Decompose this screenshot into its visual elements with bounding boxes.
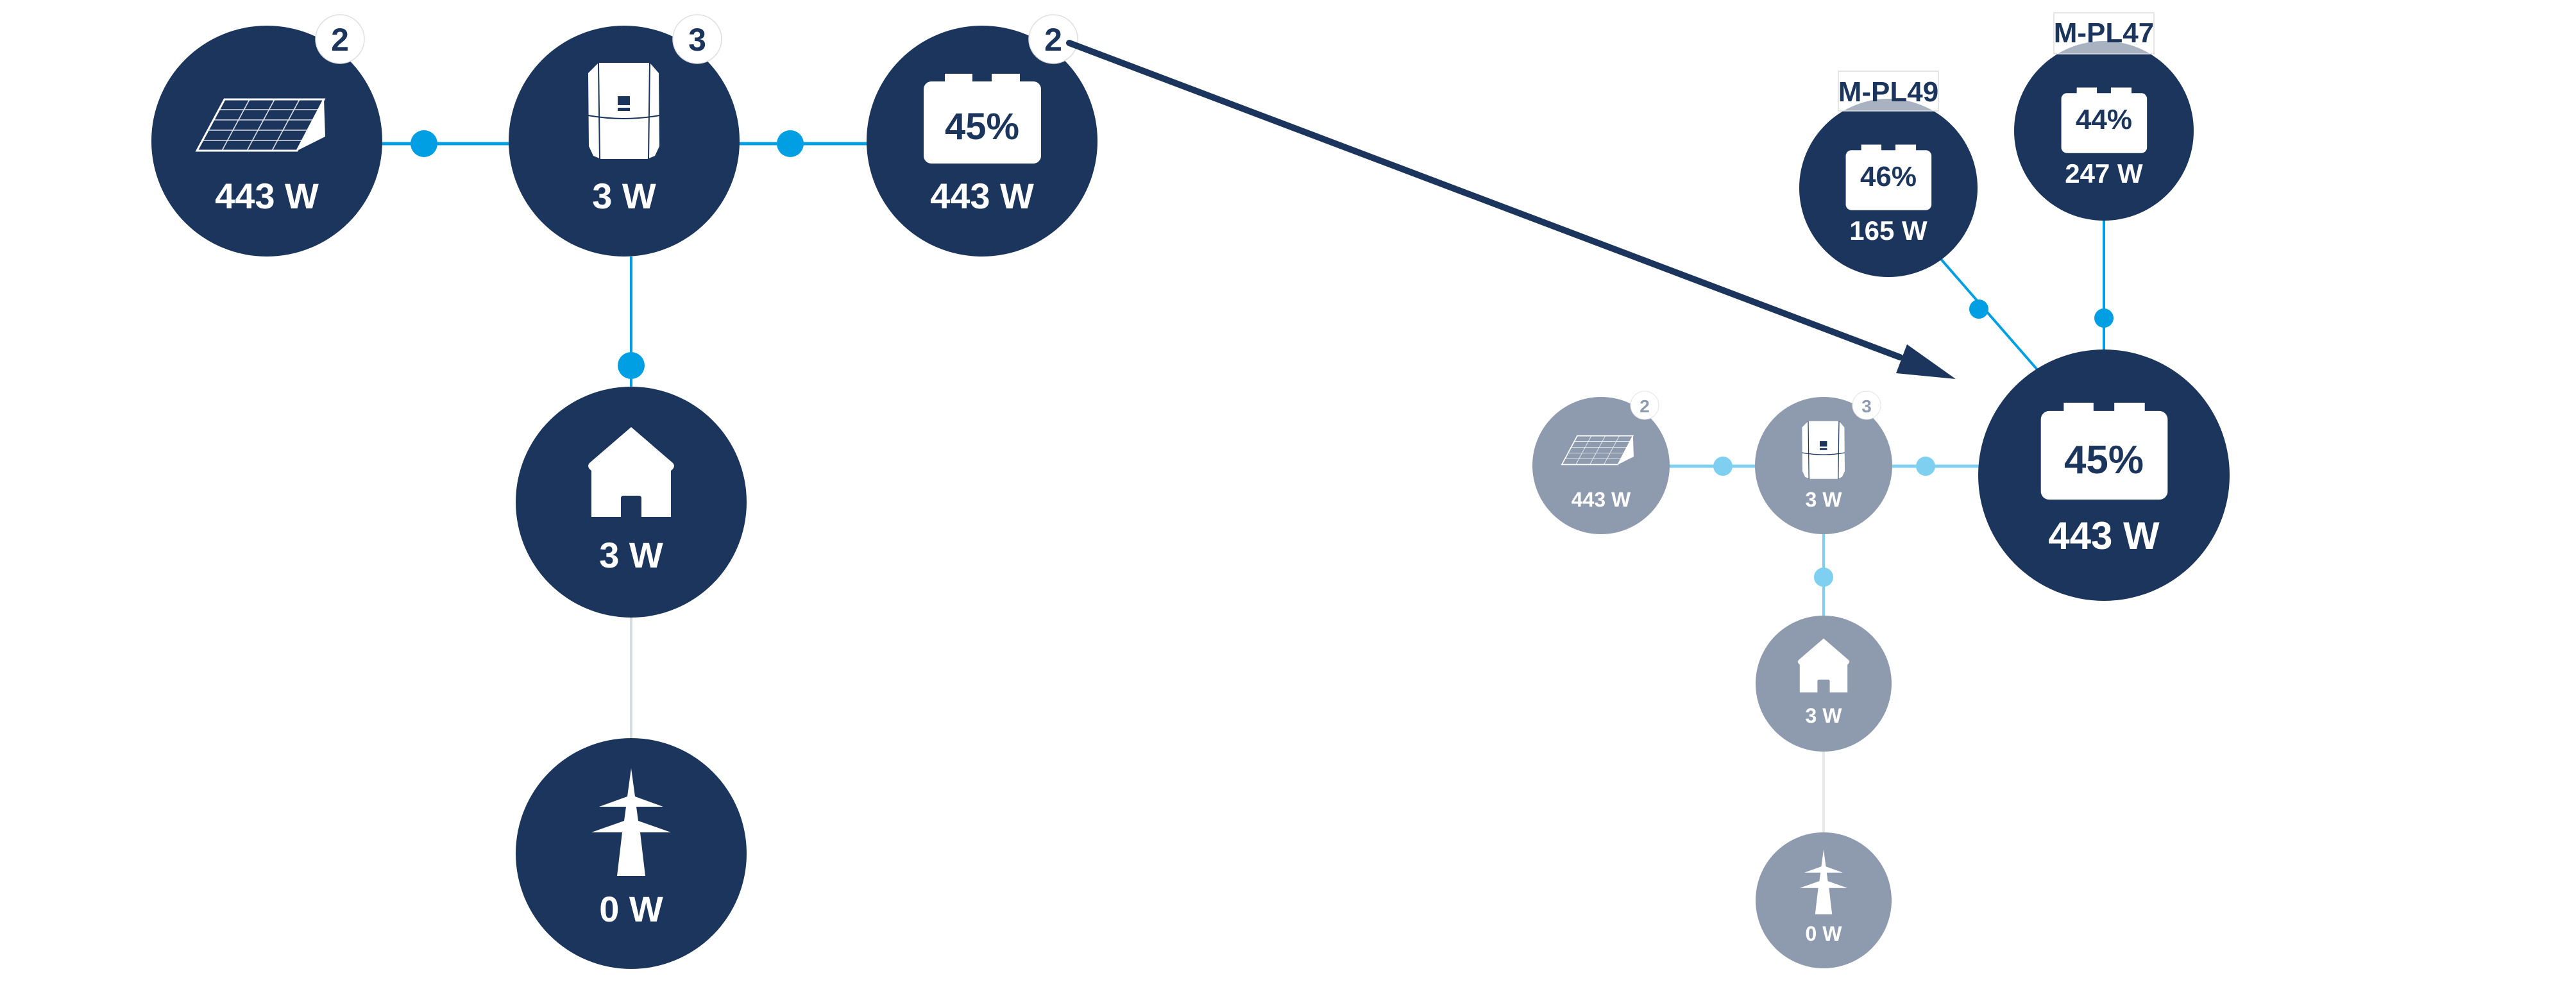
flow-dot-solar-inverter — [411, 130, 437, 157]
svg-text:2: 2 — [1640, 396, 1650, 416]
battery-node[interactable]: 45% 443 W 2 — [867, 14, 1097, 257]
flow-dot-inverter-house — [618, 352, 645, 379]
battery-module-mpl47[interactable]: 44% 247 W M-PL47 — [2014, 12, 2194, 221]
main-diagram: 443 W 2 3 W 3 45% 443 W 2 — [151, 14, 1097, 969]
battery-soc-value: 45% — [945, 106, 1019, 147]
module-flow-dot-mpl47 — [2094, 308, 2114, 328]
detail-diagram: 443 W 2 3 W 3 3 W 0 W — [1532, 12, 2230, 968]
module-mpl47-label: M-PL47 — [2054, 17, 2154, 49]
battery-module-mpl49[interactable]: 46% 165 W M-PL49 — [1799, 71, 1978, 277]
module-mpl47-label-box — [2053, 12, 2155, 55]
detail-battery-soc-value: 45% — [2064, 438, 2144, 482]
solar-count-badge: 2 — [315, 14, 365, 64]
detail-flow-dot-inverter-house — [1814, 568, 1833, 587]
inverter-node[interactable]: 3 W 3 — [509, 14, 740, 257]
module-flow-line-mpl49 — [1939, 257, 2046, 380]
inverter-icon — [1801, 421, 1845, 480]
detail-solar-node[interactable]: 443 W 2 — [1532, 391, 1670, 534]
svg-text:2: 2 — [331, 22, 349, 58]
inverter-icon — [588, 62, 660, 160]
detail-house-node[interactable]: 3 W — [1756, 616, 1892, 752]
house-power-value: 3 W — [599, 535, 663, 575]
svg-text:3: 3 — [688, 22, 706, 58]
flow-dot-inverter-battery — [777, 130, 804, 157]
detail-house-power-value: 3 W — [1806, 704, 1843, 727]
detail-inverter-count-badge: 3 — [1852, 391, 1881, 420]
module-mpl49-soc: 46% — [1860, 161, 1917, 192]
detail-solar-power-value: 443 W — [1572, 488, 1631, 511]
module-mpl49-label-box — [1838, 71, 1939, 112]
detail-grid-power-value: 0 W — [1806, 922, 1843, 945]
module-mpl49-power: 165 W — [1849, 215, 1928, 246]
drilldown-arrow — [1066, 40, 1956, 379]
detail-inverter-node[interactable]: 3 W 3 — [1755, 391, 1892, 534]
detail-solar-count-badge: 2 — [1630, 391, 1659, 420]
module-flow-dot-mpl49 — [1969, 299, 1988, 319]
module-mpl47-power: 247 W — [2065, 158, 2143, 189]
detail-flow-dot-solar-inverter — [1713, 457, 1733, 476]
inverter-count-badge: 3 — [672, 14, 722, 64]
grid-node[interactable]: 0 W — [516, 738, 747, 969]
detail-grid-node[interactable]: 0 W — [1756, 832, 1892, 968]
house-node[interactable]: 3 W — [516, 387, 747, 618]
svg-text:2: 2 — [1044, 22, 1062, 58]
battery-count-badge: 2 — [1028, 14, 1078, 64]
detail-battery-total-node[interactable]: 45% 443 W — [1978, 349, 2230, 601]
detail-flow-dot-inverter-battery — [1916, 457, 1935, 476]
svg-text:3: 3 — [1861, 396, 1872, 416]
inverter-power-value: 3 W — [592, 176, 656, 216]
module-mpl49-label: M-PL49 — [1838, 76, 1938, 108]
detail-battery-power-value: 443 W — [2048, 514, 2160, 557]
solar-node[interactable]: 443 W 2 — [151, 14, 382, 257]
battery-power-value: 443 W — [930, 176, 1034, 216]
module-mpl47-soc: 44% — [2076, 104, 2132, 135]
grid-power-value: 0 W — [599, 889, 663, 929]
detail-inverter-power-value: 3 W — [1806, 488, 1843, 511]
solar-power-value: 443 W — [215, 176, 319, 216]
